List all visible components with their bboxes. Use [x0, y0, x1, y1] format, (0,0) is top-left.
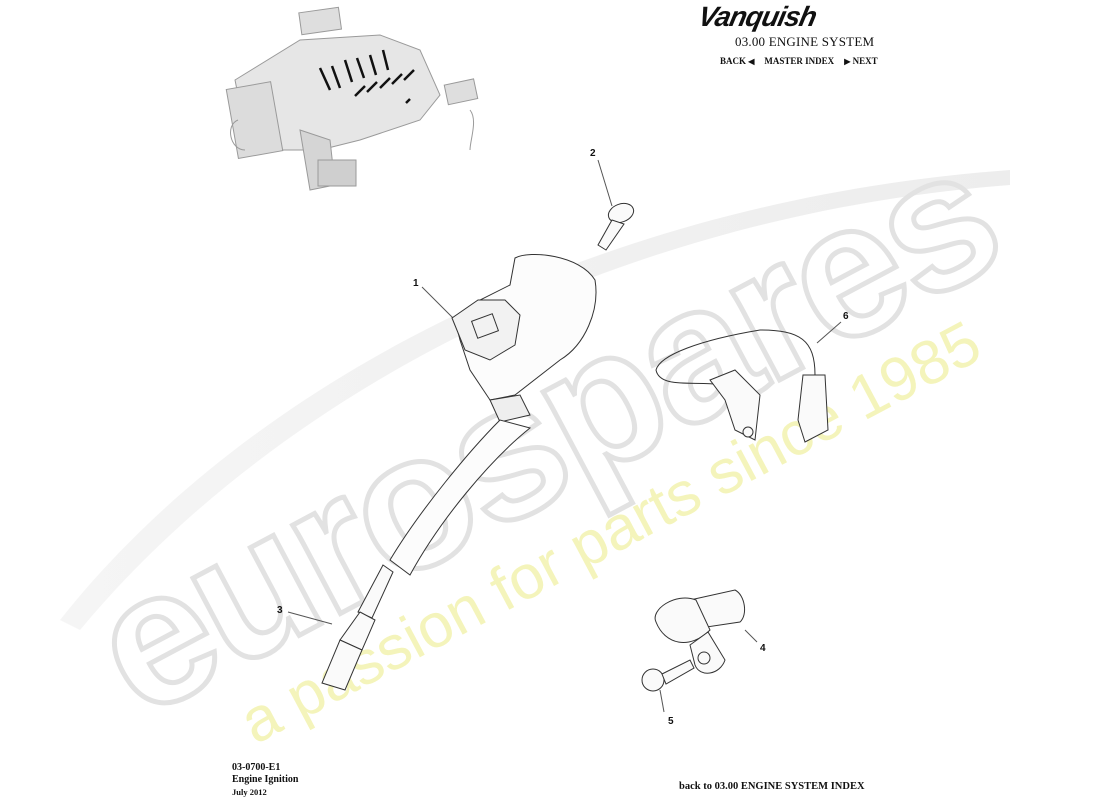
next-link[interactable]: ▶ NEXT [844, 56, 877, 66]
svg-text:Vanquish: Vanquish [700, 2, 820, 32]
callout-6[interactable]: 6 [843, 311, 849, 322]
back-label: BACK [720, 56, 747, 66]
master-index-link[interactable]: MASTER INDEX [764, 56, 835, 66]
highlighted-coils [318, 49, 415, 104]
back-to-index-link[interactable]: back to 03.00 ENGINE SYSTEM INDEX [679, 781, 865, 792]
diagram-name: Engine Ignition [232, 774, 299, 785]
vanquish-logo: Vanquish [700, 2, 820, 32]
navigation-bar: BACK ◀ MASTER INDEX ▶ NEXT [720, 56, 878, 66]
triangle-right-icon: ▶ [844, 57, 851, 66]
part-6-sensor-harness[interactable] [655, 321, 842, 443]
callout-3[interactable]: 3 [277, 605, 283, 616]
diagram-code: 03-0700-E1 [232, 762, 281, 773]
part-1-ignition-coil[interactable] [389, 253, 597, 576]
triangle-left-icon: ◀ [748, 57, 755, 66]
callout-4[interactable]: 4 [760, 643, 766, 654]
part-3-spark-plug[interactable] [287, 564, 394, 691]
part-5-bolt[interactable] [641, 659, 695, 713]
back-link[interactable]: BACK ◀ [720, 56, 754, 66]
callout-2[interactable]: 2 [590, 148, 596, 159]
callout-1[interactable]: 1 [413, 278, 419, 289]
section-title: 03.00 ENGINE SYSTEM [735, 34, 875, 49]
part-2-screw[interactable] [597, 159, 636, 251]
part-4-sensor[interactable] [654, 589, 758, 674]
callout-5[interactable]: 5 [668, 716, 674, 727]
diagram-date: July 2012 [232, 787, 267, 797]
next-label: NEXT [852, 56, 878, 66]
engine-overview-thumbnail[interactable] [225, 6, 479, 191]
diagram-info: 03-0700-E1 Engine Ignition July 2012 [232, 762, 298, 798]
